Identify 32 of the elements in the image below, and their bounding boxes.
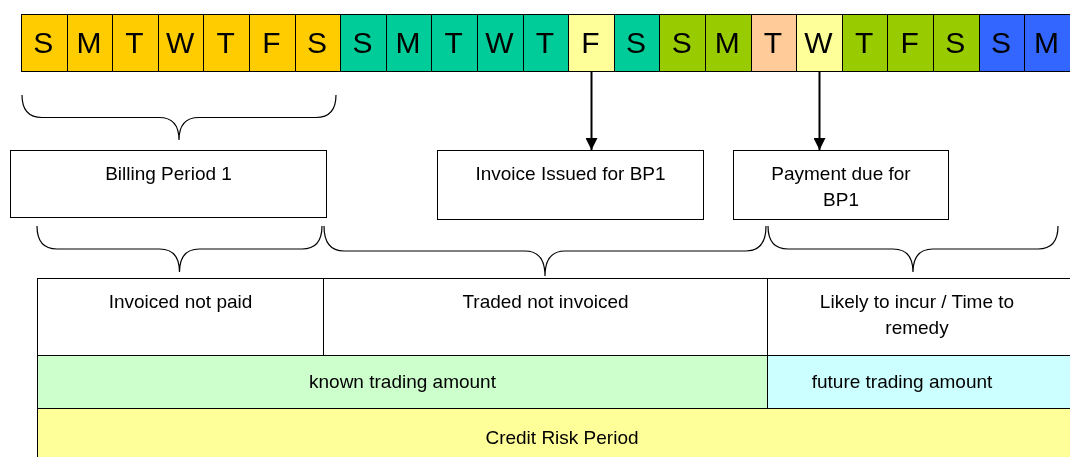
event-box: Payment due for BP1 [733,150,949,220]
day-cell: T [841,14,889,72]
day-cell: S [933,14,980,72]
day-cell: M [385,14,433,72]
day-cell: M [66,14,114,72]
arrow [585,71,598,151]
day-cell: M [1024,14,1070,72]
period-cell: Invoiced not paid [37,278,324,356]
amount-band: future trading amount [767,355,1070,409]
day-cell: S [659,14,706,72]
day-cell: W [157,14,205,72]
event-box: Invoice Issued for BP1 [437,150,704,220]
day-cell: S [613,14,661,72]
day-cell: F [887,14,934,72]
day-cell: S [978,14,1026,72]
amount-band: known trading amount [37,355,768,409]
day-cell: S [294,14,342,72]
period-box: Billing Period 1 [10,150,327,218]
day-cell: W [477,14,524,72]
day-cell: S [340,14,387,72]
day-cell: T [112,14,159,72]
day-cell: T [750,14,798,72]
arrow [813,71,826,151]
risk-period-band: Credit Risk Period [37,408,1070,457]
day-cell: T [522,14,570,72]
day-cell: T [203,14,250,72]
day-cell: F [568,14,615,72]
day-cell: M [705,14,752,72]
day-cell: T [431,14,478,72]
day-cell: F [249,14,296,72]
day-cell: W [796,14,843,72]
day-cell: S [21,14,68,72]
